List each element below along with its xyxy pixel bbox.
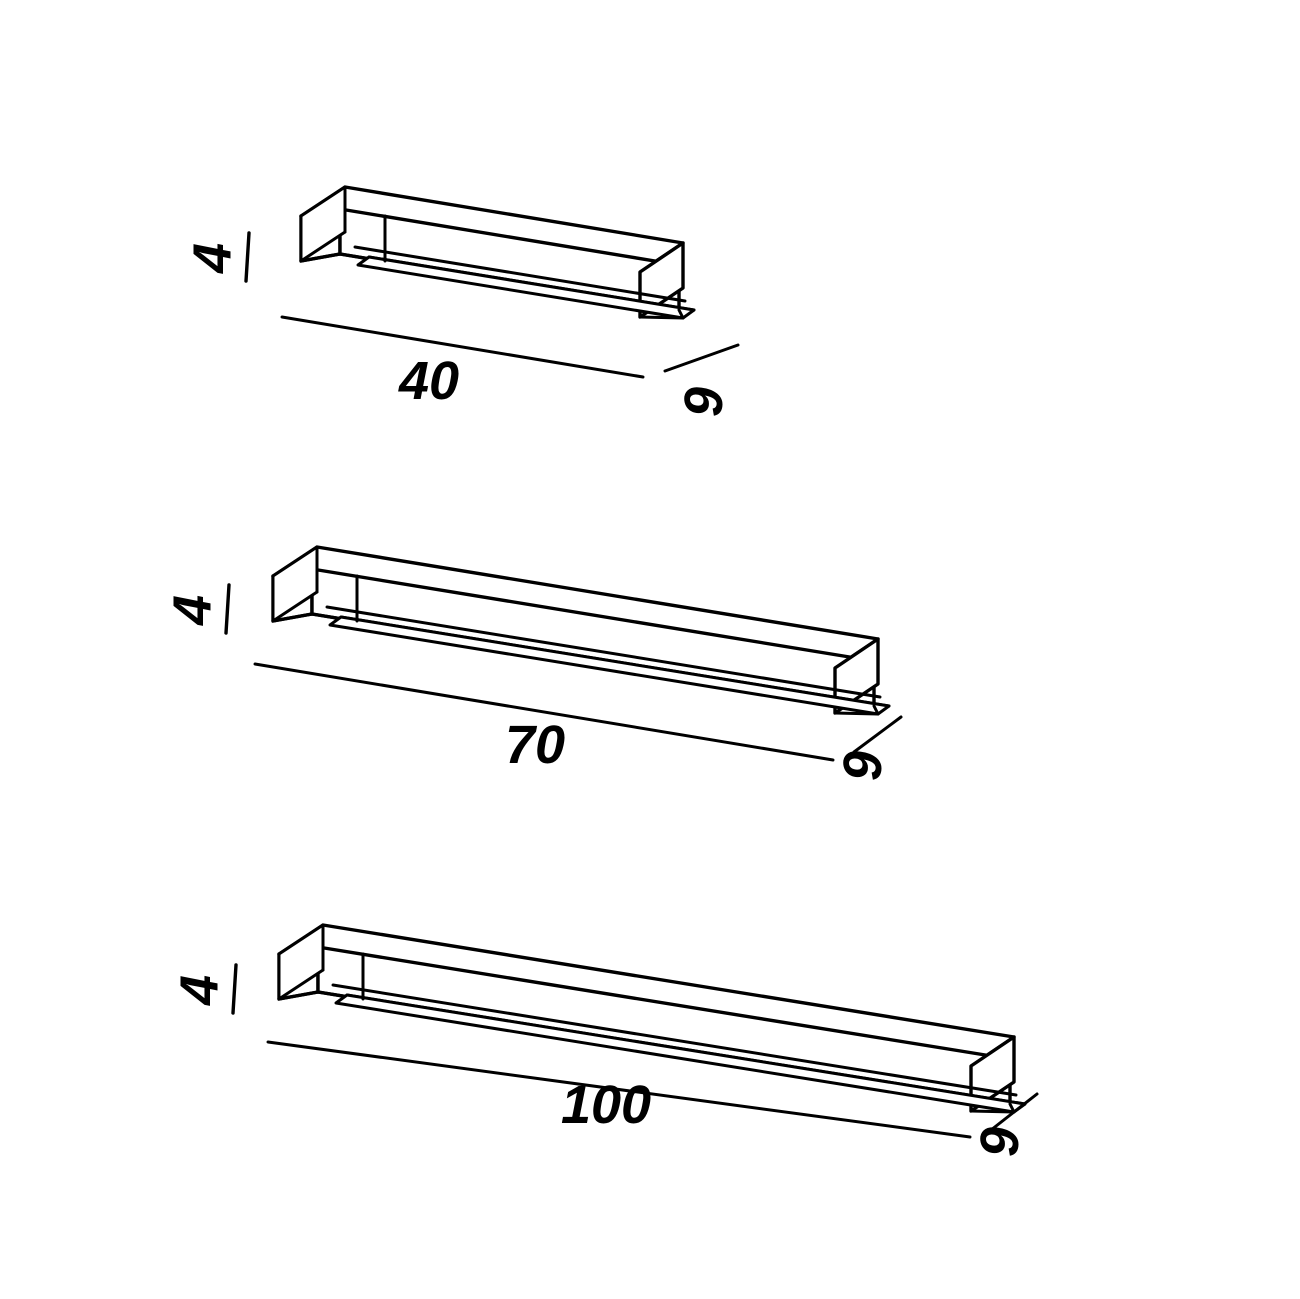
dimension-40-height: 4 — [182, 231, 251, 283]
dimension-70-height: 4 — [162, 583, 231, 635]
dimension-100-length-label: 100 — [561, 1075, 651, 1135]
fixture-70-recess-slot — [325, 605, 882, 699]
dimension-70-depth-line — [852, 715, 903, 754]
dimension-100-length: 100 — [266, 1040, 972, 1139]
fixture-40-bottom-edge-lower — [299, 252, 342, 263]
fixture-100 — [277, 923, 1027, 1114]
dimension-100-length-line — [266, 1040, 972, 1139]
dimension-100-depth-line — [989, 1092, 1039, 1132]
dimension-40-depth-line — [663, 343, 740, 373]
dimension-70-length: 70 — [253, 662, 835, 775]
dimension-100-height: 4 — [169, 963, 238, 1015]
dimension-40-length: 40 — [280, 315, 645, 411]
dimension-100-depth: 9 — [970, 1092, 1039, 1157]
fixture-70 — [271, 545, 891, 716]
dimension-40-height-label: 4 — [182, 243, 242, 274]
fixture-100-recess-slot — [331, 983, 1018, 1097]
dimension-70-length-label: 70 — [505, 715, 565, 775]
dimension-100-height-tick — [231, 963, 238, 1015]
dimension-40-length-line — [280, 315, 645, 379]
dimension-70-depth-label: 9 — [833, 751, 893, 781]
dimension-70-height-label: 4 — [162, 595, 222, 626]
fixture-70-right-corner — [833, 711, 880, 716]
dimension-70-depth: 9 — [833, 715, 903, 781]
fixture-100-right-corner — [969, 1109, 1016, 1114]
fixture-40-recess-slot — [353, 245, 687, 303]
fixture-40 — [299, 185, 696, 320]
dimension-100-depth-label: 9 — [970, 1127, 1030, 1157]
dimension-40-length-label: 40 — [398, 351, 459, 411]
dimension-40-depth-label: 9 — [674, 387, 734, 417]
dimension-70-height-tick — [224, 583, 231, 635]
dimension-100-height-label: 4 — [169, 975, 229, 1006]
dimension-40-depth: 9 — [663, 343, 740, 417]
dimension-70-length-line — [253, 662, 835, 762]
fixture-40-right-corner — [638, 315, 685, 320]
dimension-40-height-tick — [244, 231, 251, 283]
fixture-70-bottom-edge-lower — [271, 612, 314, 623]
fixture-100-bottom-edge-lower — [277, 990, 320, 1001]
